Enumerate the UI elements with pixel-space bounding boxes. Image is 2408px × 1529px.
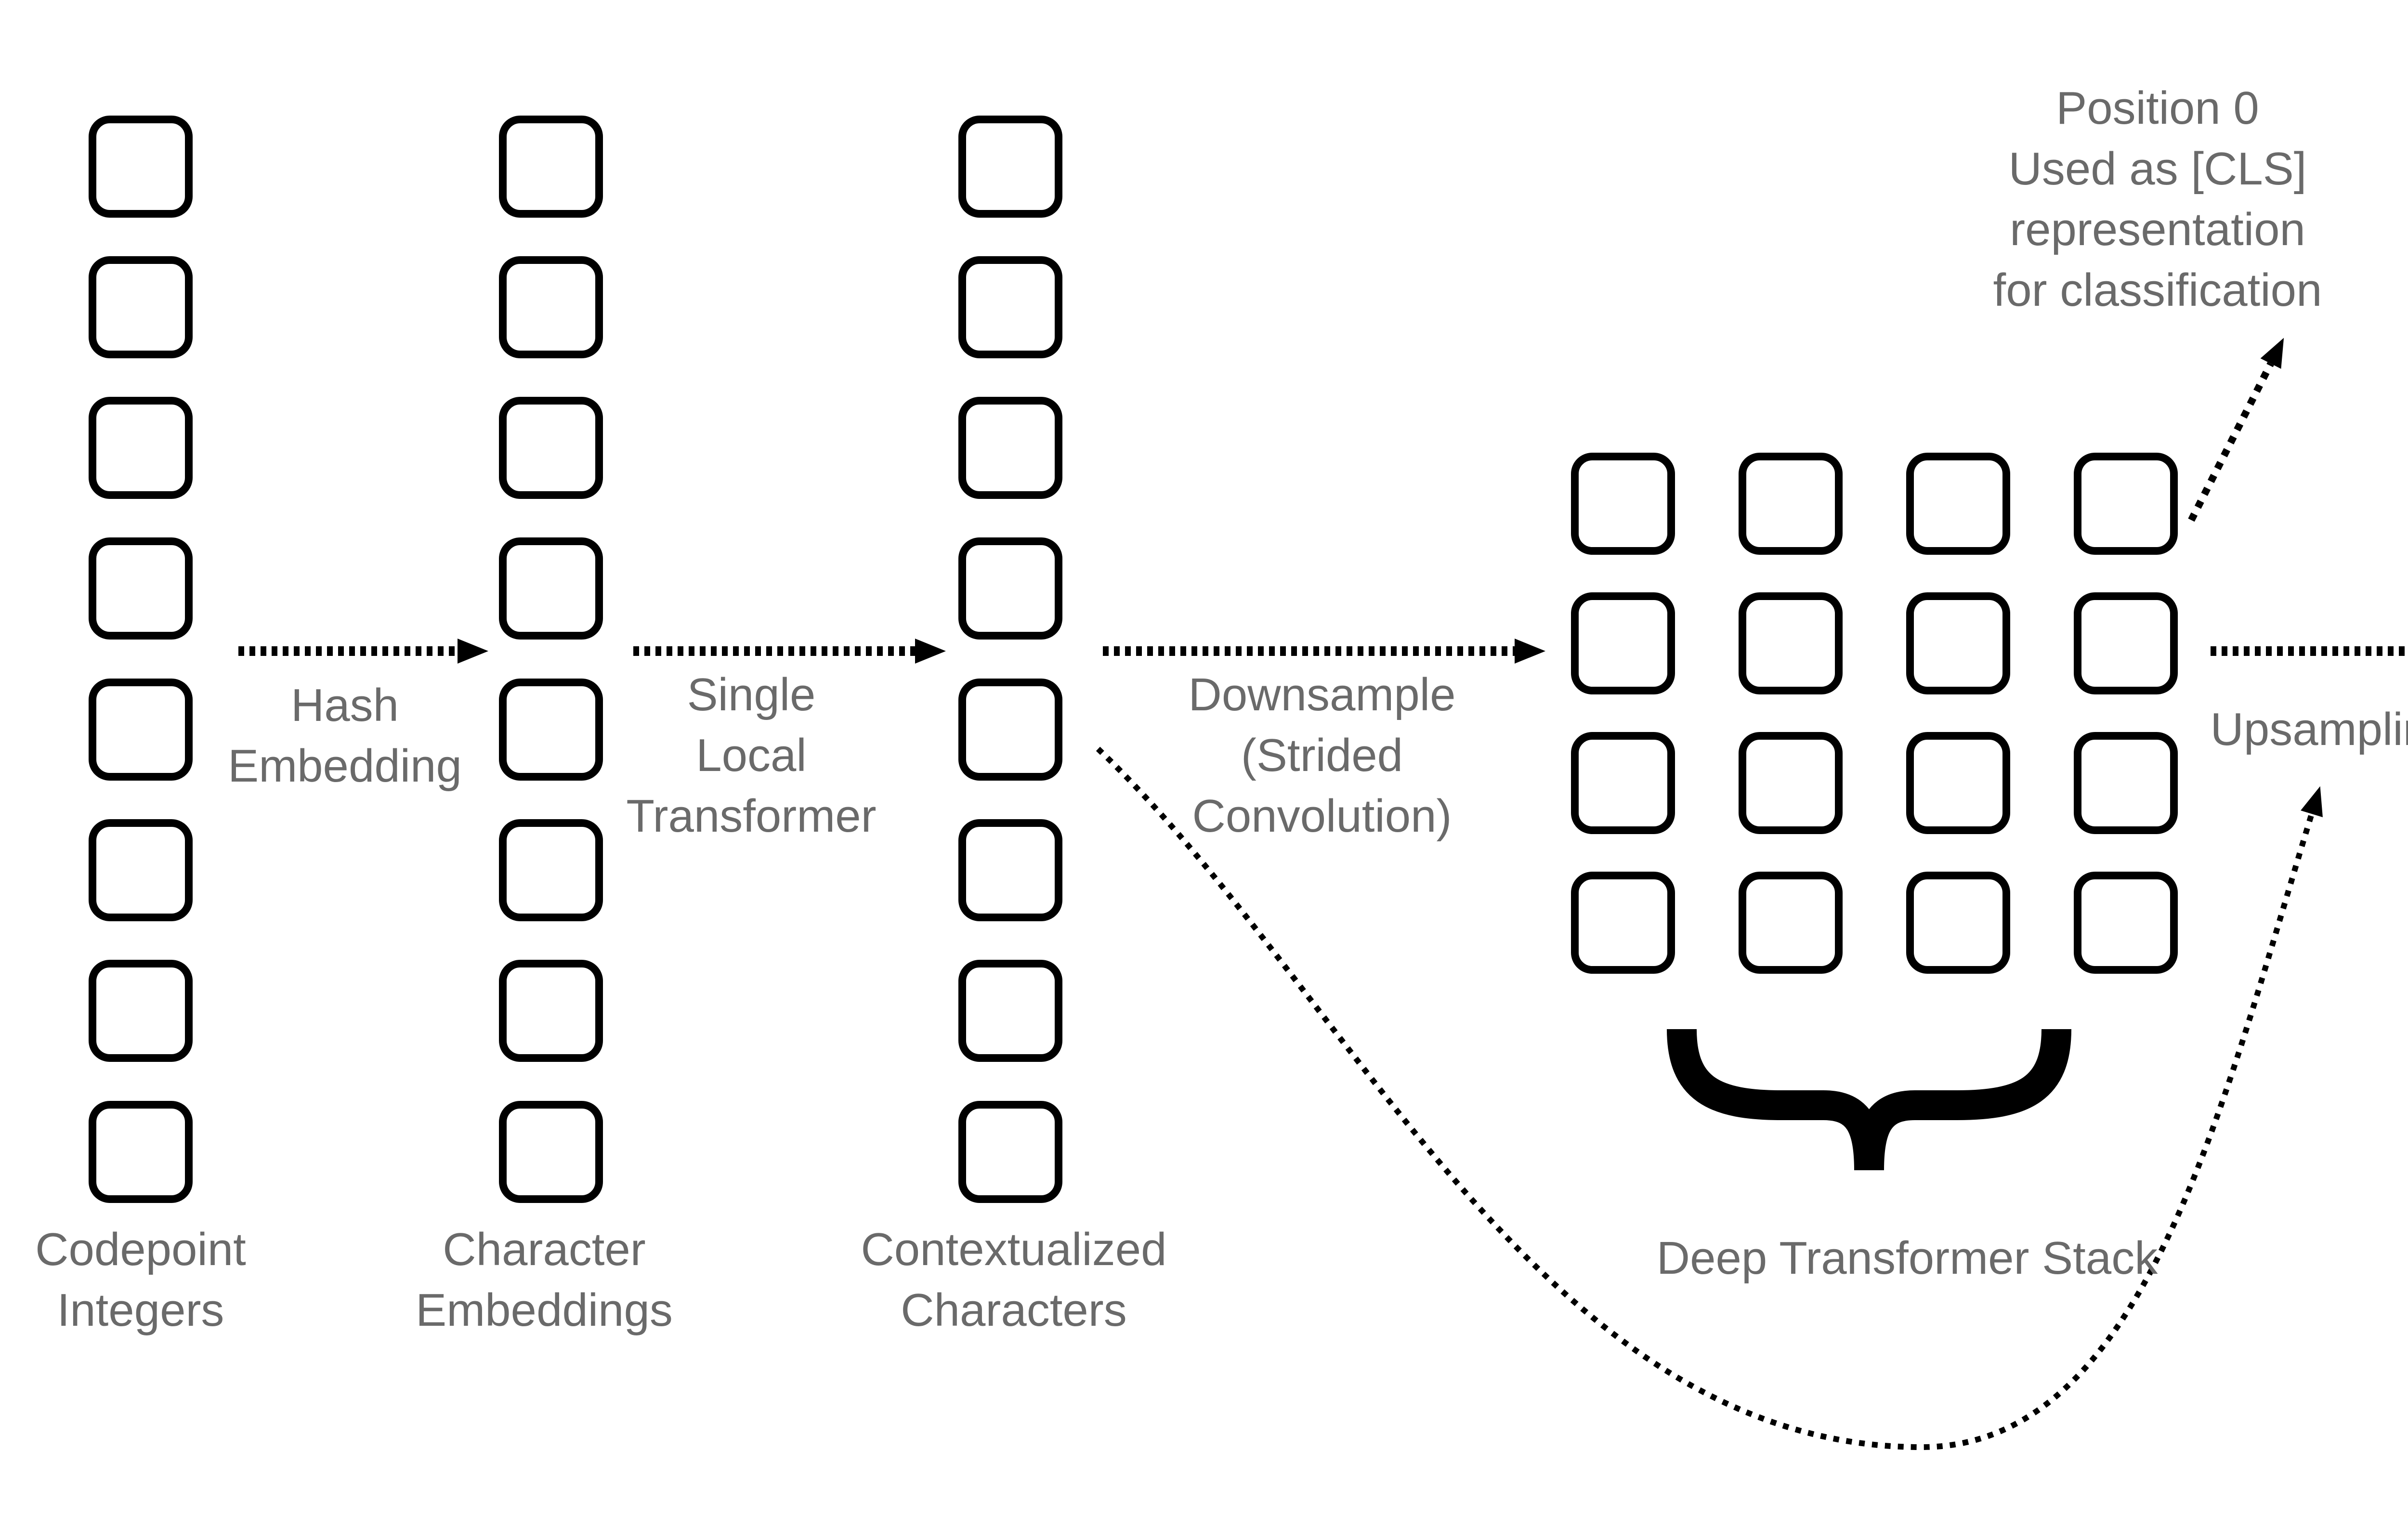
cls-annotation: Position 0 Used as [CLS] representation … — [1993, 82, 2322, 316]
deep-transformer-stack-square-r1c2 — [1739, 453, 1843, 555]
contextualized-characters-square-3 — [958, 397, 1062, 499]
deep-transformer-stack-square-r3c4 — [2074, 732, 2178, 834]
codepoint-integers-square-4 — [89, 537, 193, 640]
contextualized-characters-square-6 — [958, 819, 1062, 921]
character-embeddings-label: Character Embeddings — [416, 1224, 673, 1336]
deep-transformer-stack-square-r4c4 — [2074, 872, 2178, 974]
codepoint-integers-square-1 — [89, 116, 193, 218]
deep-transformer-stack-square-r4c3 — [1906, 872, 2010, 974]
codepoint-integers-square-2 — [89, 256, 193, 358]
underbrace-left — [1667, 1029, 1884, 1171]
character-embeddings-square-3 — [499, 397, 603, 499]
contextualized-characters-square-5 — [958, 679, 1062, 781]
deep-transformer-stack-square-r2c1 — [1571, 592, 1675, 694]
upsampling-label: Upsampling — [2210, 704, 2408, 755]
deep-transformer-stack-square-r4c2 — [1739, 872, 1843, 974]
character-embeddings-square-8 — [499, 1101, 603, 1203]
deep-transformer-stack-square-r4c1 — [1571, 872, 1675, 974]
codepoint-integers-square-6 — [89, 819, 193, 921]
character-embeddings-square-1 — [499, 116, 603, 218]
deep-transformer-stack-square-r2c2 — [1739, 592, 1843, 694]
single-local-transformer-label: Single Local Transformer — [626, 669, 877, 842]
residual-skip-connection-arrow — [1096, 746, 2323, 1451]
deep-transformer-stack-square-r2c3 — [1906, 592, 2010, 694]
codepoint-integers-square-5 — [89, 679, 193, 781]
contextualized-characters-square-4 — [958, 537, 1062, 640]
contextualized-characters-label: Contextualized Characters — [861, 1224, 1167, 1336]
codepoint-integers-square-7 — [89, 960, 193, 1062]
character-embeddings-square-4 — [499, 537, 603, 640]
deep-transformer-stack-label: Deep Transformer Stack — [1656, 1232, 2158, 1284]
character-embeddings-square-5 — [499, 679, 603, 781]
contextualized-characters-square-2 — [958, 256, 1062, 358]
deep-transformer-stack-square-r1c4 — [2074, 453, 2178, 555]
codepoint-integers-square-8 — [89, 1101, 193, 1203]
hash-embedding-label: Hash Embedding — [228, 680, 462, 792]
codepoint-integers-square-3 — [89, 397, 193, 499]
deep-transformer-stack-square-r3c3 — [1906, 732, 2010, 834]
codepoint-integers-label: Codepoint Integers — [35, 1224, 246, 1336]
deep-transformer-stack-square-r1c3 — [1906, 453, 2010, 555]
deep-transformer-stack-square-r2c4 — [2074, 592, 2178, 694]
contextualized-characters-square-7 — [958, 960, 1062, 1062]
underbrace-right — [1854, 1029, 2071, 1171]
cls-position-arrow — [2188, 338, 2284, 522]
contextualized-characters-square-1 — [958, 116, 1062, 218]
downsample-label: Downsample (Strided Convolution) — [1188, 669, 1456, 842]
deep-transformer-stack-square-r3c1 — [1571, 732, 1675, 834]
character-embeddings-square-7 — [499, 960, 603, 1062]
character-embeddings-square-6 — [499, 819, 603, 921]
deep-transformer-stack-square-r1c1 — [1571, 453, 1675, 555]
contextualized-characters-square-8 — [958, 1101, 1062, 1203]
character-embeddings-square-2 — [499, 256, 603, 358]
deep-transformer-stack-square-r3c2 — [1739, 732, 1843, 834]
